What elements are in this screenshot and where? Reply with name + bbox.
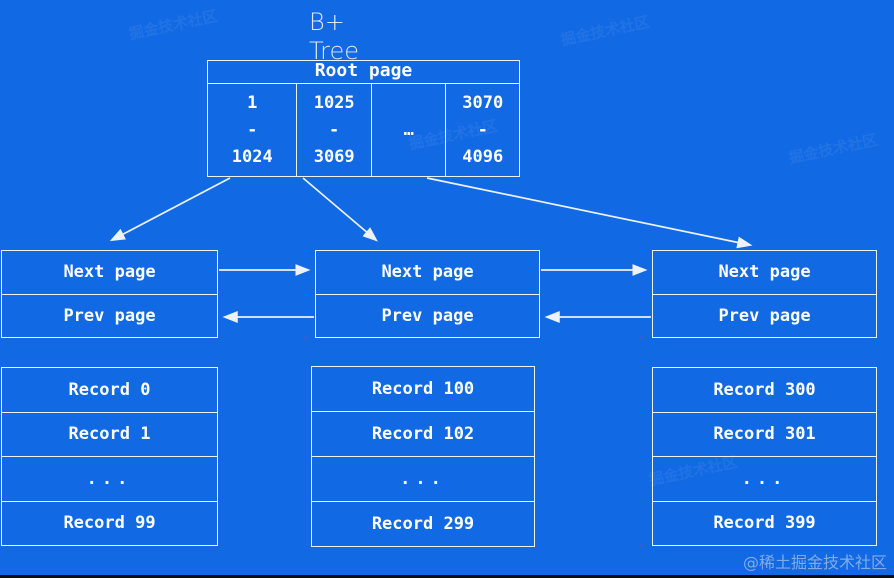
- record-row: Record 102: [312, 411, 534, 456]
- diagram-title: B+ Tree: [309, 8, 360, 65]
- record-row: Record 300: [713, 379, 816, 400]
- next-page-pointer: Next page: [718, 262, 811, 283]
- record-row: Record 301: [653, 411, 876, 457]
- prev-page-pointer: Prev page: [316, 293, 539, 338]
- record-row-ellipsis: ...: [312, 456, 534, 501]
- record-row: Record 299: [312, 501, 534, 546]
- arrow-root-to-right-leaf: [426, 177, 753, 249]
- root-cell-range-1: 1 - 1024: [208, 84, 298, 176]
- arrow-root-to-middle-leaf: [302, 177, 378, 242]
- record-row: Record 99: [2, 500, 217, 546]
- record-row: Record 1: [2, 411, 217, 457]
- tiled-watermark: 掘金技术社区: [127, 6, 220, 44]
- tiled-watermark: 掘金技术社区: [787, 130, 880, 168]
- leaf-node-left: Next page Prev page: [1, 250, 218, 338]
- leaf-node-middle: Next page Prev page: [315, 250, 540, 338]
- tiled-watermark: 掘金技术社区: [559, 12, 652, 50]
- record-stack-right: Record 300 Record 301 ... Record 399: [652, 367, 877, 546]
- prev-page-pointer: Prev page: [653, 293, 876, 338]
- root-cell-range-3: 3070 - 4096: [462, 92, 504, 167]
- root-page-header: Root page: [208, 61, 519, 84]
- next-page-pointer: Next page: [381, 262, 474, 283]
- record-row-ellipsis: ...: [2, 456, 217, 501]
- prev-page-pointer: Prev page: [2, 293, 217, 338]
- root-page-node: Root page 1 - 1024 1025 - 3069 … 3070 - …: [207, 60, 520, 177]
- record-row-ellipsis: ...: [653, 456, 876, 501]
- next-page-pointer: Next page: [63, 262, 156, 283]
- root-cell-range-2: 1025 - 3069: [297, 84, 372, 176]
- juejin-watermark: @稀土掘金技术社区: [742, 553, 887, 572]
- record-row: Record 100: [371, 379, 475, 399]
- root-cell-ellipsis: …: [372, 84, 447, 176]
- arrow-root-to-left-leaf: [109, 177, 231, 242]
- bottom-edge-bar: [0, 575, 894, 578]
- leaf-node-right: Next page Prev page: [652, 250, 877, 338]
- record-stack-middle: Record 100 Record 102 ... Record 299: [311, 366, 535, 547]
- record-row: Record 0: [68, 379, 151, 400]
- record-row: Record 399: [653, 500, 876, 546]
- record-stack-left: Record 0 Record 1 ... Record 99: [1, 367, 218, 546]
- root-page-cells: 1 - 1024 1025 - 3069 … 3070 - 4096: [208, 84, 519, 176]
